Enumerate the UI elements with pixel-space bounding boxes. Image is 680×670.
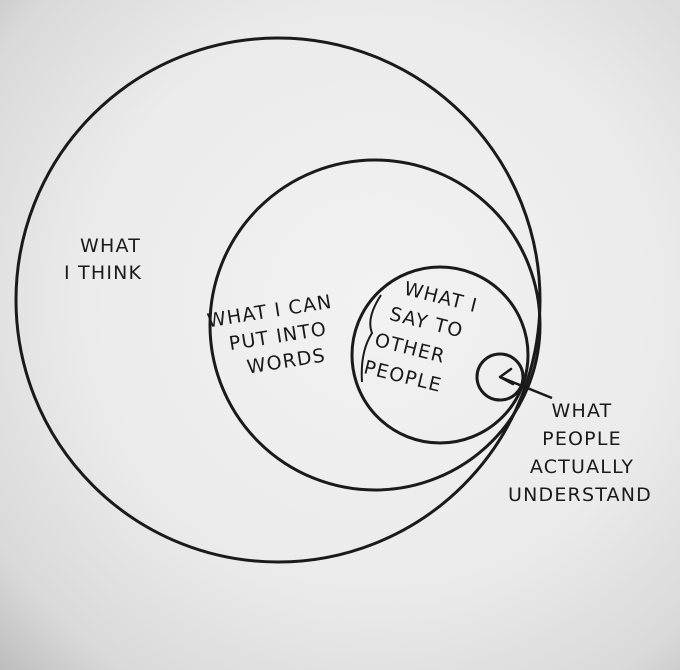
label-what-i-think: WHAT I THINK	[64, 235, 142, 284]
label-line: PEOPLE	[542, 428, 622, 450]
label-line: I THINK	[64, 262, 142, 284]
label-line: UNDERSTAND	[508, 484, 652, 506]
circle-what-i-think	[14, 36, 542, 564]
label-line: ACTUALLY	[530, 456, 634, 478]
label-divider	[360, 294, 382, 383]
circle-what-people-actually-understand	[475, 352, 525, 402]
circle-what-i-say-to-other-people	[350, 265, 530, 445]
circle-what-i-can-put-into-words	[208, 158, 542, 492]
pointer-arrow	[498, 367, 553, 400]
label-what-i-can-put-into-words: WHAT I CAN PUT INTO WORDS	[206, 291, 334, 379]
label-what-people-actually-understand: WHAT PEOPLE ACTUALLY UNDERSTAND	[508, 400, 652, 506]
label-line: WHAT	[80, 235, 141, 257]
label-line: WHAT	[551, 400, 612, 422]
